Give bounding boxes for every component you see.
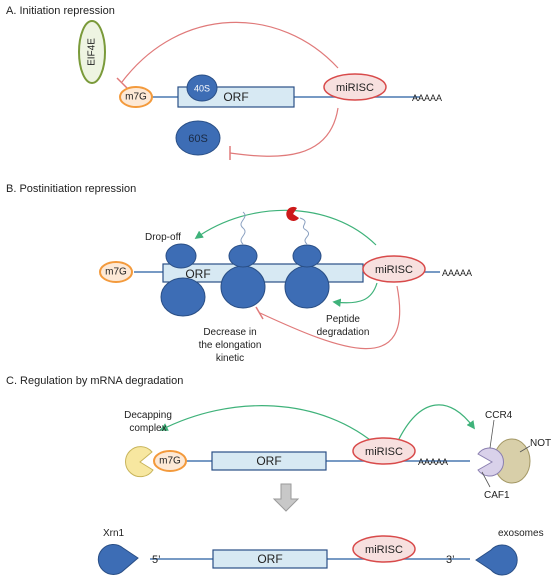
decapping-complex-icon [125, 446, 154, 478]
mirisc-label-c: miRISC [365, 446, 403, 458]
orf-box-c [211, 451, 327, 471]
degraded-peptide [286, 206, 299, 221]
polya-b: AAAAA [442, 268, 472, 278]
m7g-cap-b [99, 261, 133, 283]
panel-b-title: B. Postinitiation repression [6, 183, 136, 195]
m7g-cap-c [153, 450, 187, 472]
decrease-label-1: Decrease in [203, 327, 256, 338]
peptide-label-1: Peptide [326, 314, 360, 325]
ribosome-60s [175, 120, 221, 156]
deadenylase-arrow [396, 404, 475, 444]
xrn1-label: Xrn1 [103, 528, 125, 539]
ribosome-40s [186, 74, 218, 102]
ribosome-b-1-large [160, 277, 206, 317]
m7g-label-c: m7G [159, 456, 181, 467]
decapping-arrow [159, 405, 381, 449]
m7g-cap-a [119, 86, 153, 108]
decap-label-1: Decapping [124, 410, 172, 421]
decrease-label-3: kinetic [216, 353, 244, 364]
caf1-label: CAF1 [484, 490, 510, 501]
nascent-peptide-2 [299, 217, 310, 245]
five-prime-label: 5’ [152, 554, 161, 566]
mirisc-a [323, 73, 387, 101]
polya-a: AAAAA [412, 93, 442, 103]
mirisc-c [352, 437, 416, 465]
exosome-icon [475, 544, 518, 576]
ribosome-b-3-large [284, 265, 330, 309]
peptide-degradation-arrow [332, 282, 378, 307]
mirisc-label-b: miRISC [375, 264, 413, 276]
orf-box-d [212, 549, 328, 569]
down-arrow [272, 483, 300, 512]
exosomes-label: exosomes [498, 528, 544, 539]
mirisc-label-a: miRISC [336, 82, 374, 94]
mirisc-label-d: miRISC [365, 544, 403, 556]
orf-label-b: ORF [185, 267, 210, 281]
ribosome-b-2-small [228, 244, 258, 268]
ribosome-b-2-large [220, 265, 266, 309]
m7g-label-a: m7G [125, 92, 147, 103]
repression-arc-60s [229, 107, 339, 157]
elongation-repression-arc [259, 285, 401, 350]
peptide-label-2: degradation [317, 327, 370, 338]
eif4e-factor [78, 20, 106, 84]
ribosome-40s-label: 40S [194, 83, 210, 93]
m7g-label-b: m7G [105, 267, 127, 278]
dropoff-label: Drop-off [145, 232, 181, 243]
orf-label-c: ORF [256, 454, 281, 468]
nascent-peptide-1 [240, 211, 246, 245]
three-prime-label: 3’ [446, 554, 455, 566]
dropoff-arrow [194, 209, 377, 246]
orf-label-a: ORF [223, 90, 248, 104]
ccr4-label: CCR4 [485, 410, 513, 421]
mirisc-d [352, 535, 416, 563]
not-label: NOT [530, 438, 551, 449]
ribosome-60s-label: 60S [188, 133, 208, 145]
ccr4-caf1-icon [477, 447, 504, 477]
panel-a-title: A. Initiation repression [6, 5, 115, 17]
ribosome-b-1-small [165, 243, 197, 269]
eif4e-label: EIF4E [87, 38, 98, 66]
repression-arc-eif4e [121, 21, 339, 83]
xrn1-icon [97, 543, 139, 575]
mirisc-b [362, 255, 426, 283]
decap-label-2: complex [129, 423, 166, 434]
orf-label-d: ORF [257, 552, 282, 566]
polya-c: AAAAA [418, 457, 448, 467]
decrease-label-2: the elongation [199, 340, 262, 351]
panel-c-title: C. Regulation by mRNA degradation [6, 375, 183, 387]
ribosome-b-3-small [292, 244, 322, 268]
